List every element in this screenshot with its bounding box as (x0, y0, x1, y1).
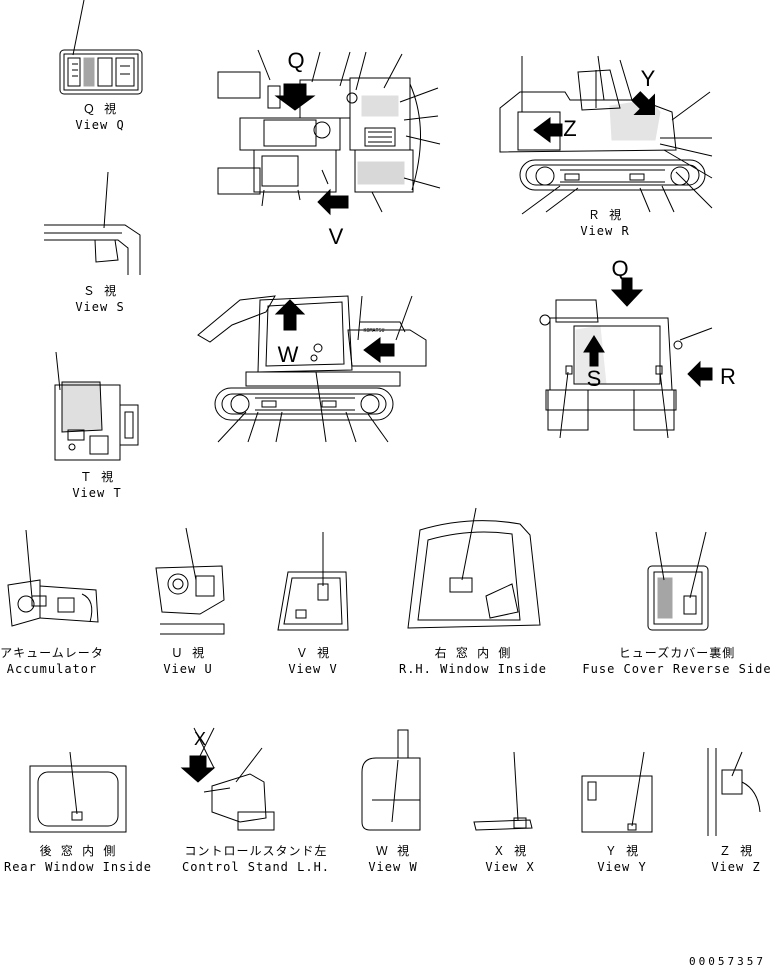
fuse-cover-view (647, 531, 709, 631)
rh-window-inside-view (407, 507, 541, 629)
view-y-panel (581, 751, 653, 833)
view-letter-v-top: V (328, 224, 344, 249)
view-y-label-en: View Y (597, 860, 647, 874)
view-z-label-jp: Ｚ 視 (718, 844, 754, 858)
rh-window-label-jp: 右 窓 内 側 (434, 646, 512, 660)
machine-left-side-view (197, 295, 427, 443)
view-z-part (707, 748, 761, 836)
accumulator-label-en: Accumulator (6, 662, 98, 676)
accumulator-label-jp: アキュームレータ (0, 646, 104, 660)
view-s-label-en: View S (75, 300, 125, 314)
view-t-side-panel (54, 351, 139, 461)
view-letter-y-side: Y (640, 66, 656, 91)
view-v-panel (277, 532, 349, 631)
view-t-label-en: View T (72, 486, 122, 500)
machine-top-plan-view (217, 49, 441, 216)
fuse-cover-label-en: Fuse Cover Reverse Side (582, 662, 772, 676)
view-letter-q-top: Q (287, 48, 305, 73)
rear-window-label-en: Rear Window Inside (3, 860, 153, 874)
view-u-label-en: View U (163, 662, 213, 676)
view-letter-q-rear: Q (611, 256, 629, 281)
rear-window-label-jp: 後 窓 内 側 (39, 844, 117, 858)
view-w-panel (361, 729, 421, 831)
view-letter-w-side: W (277, 342, 299, 367)
view-w-label-en: View W (368, 860, 418, 874)
view-q-label-jp: Ｑ 視 (82, 102, 118, 116)
control-stand-view (180, 727, 275, 831)
view-z-label-en: View Z (711, 860, 761, 874)
view-v-label-jp: Ｖ 視 (295, 646, 331, 660)
control-stand-label-en: Control Stand L.H. (181, 860, 331, 874)
view-letter-x-stand: X (193, 729, 207, 749)
control-stand-label-jp: コントロールスタンド左 (184, 844, 328, 858)
view-v-label-en: View V (288, 662, 338, 676)
view-s-cab-corner (44, 171, 141, 275)
view-x-part (473, 751, 533, 831)
accumulator-view (7, 529, 99, 627)
view-u-component (155, 527, 225, 635)
view-x-label-jp: Ｘ 視 (492, 844, 528, 858)
view-q-panel (59, 0, 143, 95)
view-letter-s-rear: S (586, 366, 602, 391)
view-x-label-en: View X (485, 860, 535, 874)
view-w-label-jp: Ｗ 視 (375, 844, 411, 858)
rear-window-inside-view (29, 751, 127, 833)
brand-decal: KOMATSU (363, 328, 385, 334)
rh-window-label-en: R.H. Window Inside (398, 662, 548, 676)
view-u-label-jp: Ｕ 視 (170, 646, 206, 660)
view-s-label-jp: Ｓ 視 (82, 284, 118, 298)
machine-rear-view (539, 277, 713, 439)
view-t-label-jp: Ｔ 視 (79, 470, 115, 484)
drawing-number: 00057357 (689, 955, 766, 968)
fuse-cover-label-jp: ヒューズカバー裏側 (618, 646, 736, 660)
view-q-label-en: View Q (75, 118, 125, 132)
view-letter-z-side: Z (563, 116, 577, 141)
view-letter-r-rear: R (720, 364, 736, 389)
machine-right-side-view (499, 55, 713, 215)
view-r-label-en: View R (580, 224, 630, 238)
view-r-label-jp: Ｒ 視 (587, 208, 623, 222)
view-y-label-jp: Ｙ 視 (604, 844, 640, 858)
